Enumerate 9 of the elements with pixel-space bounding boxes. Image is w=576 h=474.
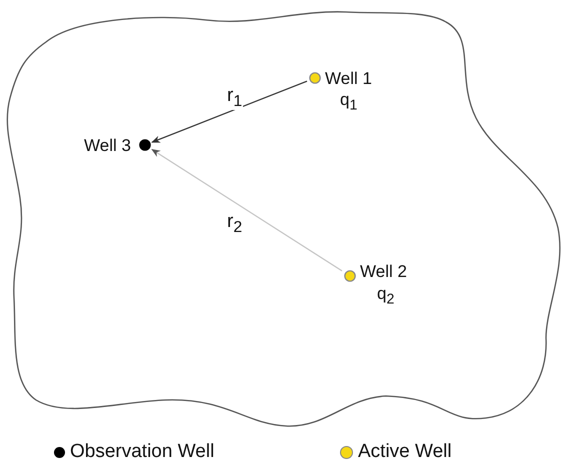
flow-rate-label: q$_{1}$ <box>340 91 358 113</box>
flow-rate-label: q$_{2}$ <box>377 285 394 307</box>
well-label: Well 2 <box>360 263 407 280</box>
legend-label: Active Well <box>358 441 452 463</box>
well-label: Well 3 <box>84 137 131 154</box>
arrow <box>151 148 342 272</box>
legend-label: Observation Well <box>70 441 214 463</box>
well-label: Well 1 <box>325 70 372 87</box>
arrow <box>151 80 308 143</box>
